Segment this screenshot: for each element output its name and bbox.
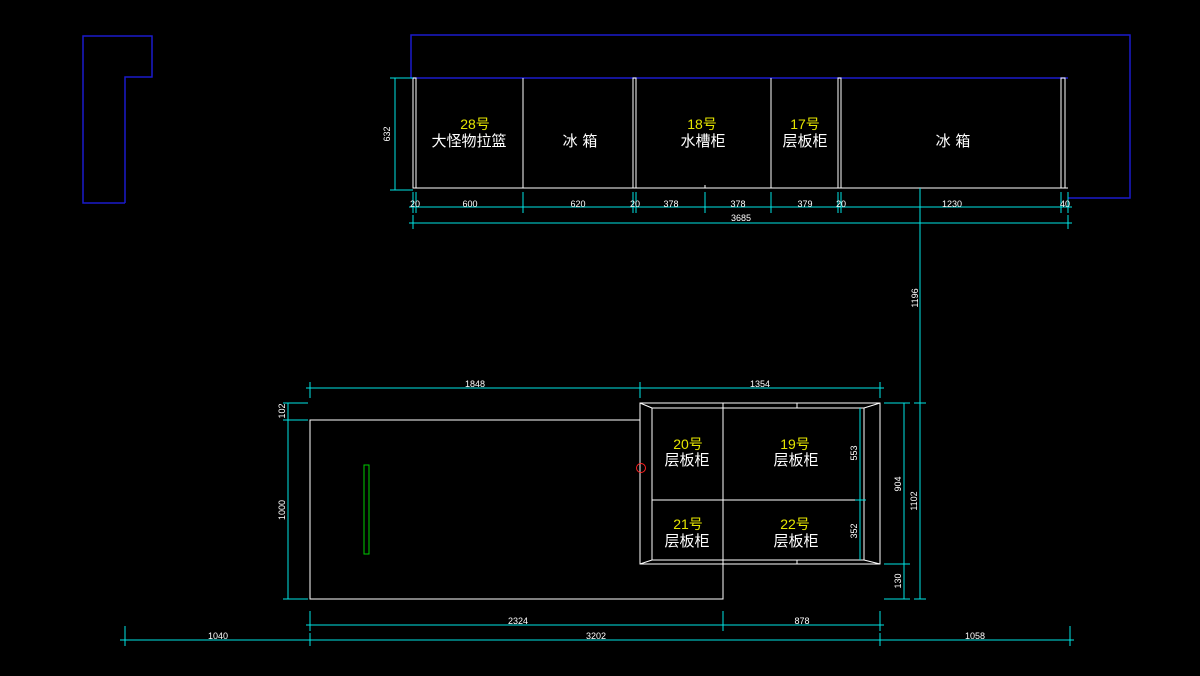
dim-total-3685: 3685: [731, 213, 751, 223]
boundary-upper-room: [410, 34, 1131, 199]
cabinet-21-label: 层板柜: [664, 532, 709, 550]
dim-1040: 1040: [208, 631, 228, 641]
cabinet-18-label: 水槽柜: [680, 132, 725, 150]
cabinet-block-inner: [651, 407, 865, 561]
fridge-2-label: 冰 箱: [936, 132, 971, 150]
dim-102: 102: [277, 403, 287, 418]
dim-378a: 378: [663, 199, 678, 209]
dim-height-632: 632: [382, 126, 392, 141]
snap-point: [636, 463, 646, 473]
dim-352: 352: [849, 523, 859, 538]
cabinet-20-label: 层板柜: [664, 451, 709, 469]
lower-dimension-lines: [120, 382, 1074, 646]
panel-20c: [837, 77, 842, 189]
cabinet-28-label: 大怪物拉篮: [431, 132, 506, 150]
cabinet-18-number: 18号: [687, 116, 717, 132]
cabinet-28-number: 28号: [460, 116, 490, 132]
dim-1058: 1058: [965, 631, 985, 641]
island-outline: [309, 419, 724, 600]
dim-600: 600: [462, 199, 477, 209]
upper-cabinet-row: [412, 77, 1068, 189]
dim-40: 40: [1060, 199, 1070, 209]
panel-40: [1060, 77, 1066, 189]
dim-379: 379: [797, 199, 812, 209]
cabinet-22-number: 22号: [780, 516, 810, 532]
cabinet-17-number: 17号: [790, 116, 820, 132]
cabinet-19-label: 层板柜: [773, 451, 818, 469]
dim-904: 904: [893, 476, 903, 491]
dim-378b: 378: [730, 199, 745, 209]
panel-20a: [412, 77, 417, 189]
boundary-lines: [82, 34, 1131, 204]
dim-1000: 1000: [277, 500, 287, 520]
upper-dimension-lines: [390, 77, 1072, 229]
cabinet-19-number: 19号: [780, 436, 810, 452]
cabinet-20-number: 20号: [673, 436, 703, 452]
dim-1230: 1230: [942, 199, 962, 209]
dim-553: 553: [849, 445, 859, 460]
dim-130: 130: [893, 573, 903, 588]
boundary-left-shape: [82, 35, 153, 204]
lower-outline: [309, 402, 881, 600]
panel-20b: [632, 77, 637, 189]
fridge-1-label: 冰 箱: [563, 132, 598, 150]
cabinet-22-label: 层板柜: [773, 532, 818, 550]
dim-1354: 1354: [750, 379, 770, 389]
dim-878: 878: [794, 616, 809, 626]
dim-2324: 2324: [508, 616, 528, 626]
dim-1196: 1196: [910, 288, 920, 307]
dim-3202: 3202: [586, 631, 606, 641]
dim-1102: 1102: [909, 491, 919, 510]
dim-20b: 20: [630, 199, 640, 209]
dim-20c: 20: [836, 199, 846, 209]
green-marker: [363, 464, 370, 555]
cabinet-block-outer: [639, 402, 881, 565]
dim-1848: 1848: [465, 379, 485, 389]
cabinet-21-number: 21号: [673, 516, 703, 532]
cabinet-17-label: 层板柜: [782, 132, 827, 150]
dim-20a: 20: [410, 199, 420, 209]
dim-620: 620: [570, 199, 585, 209]
